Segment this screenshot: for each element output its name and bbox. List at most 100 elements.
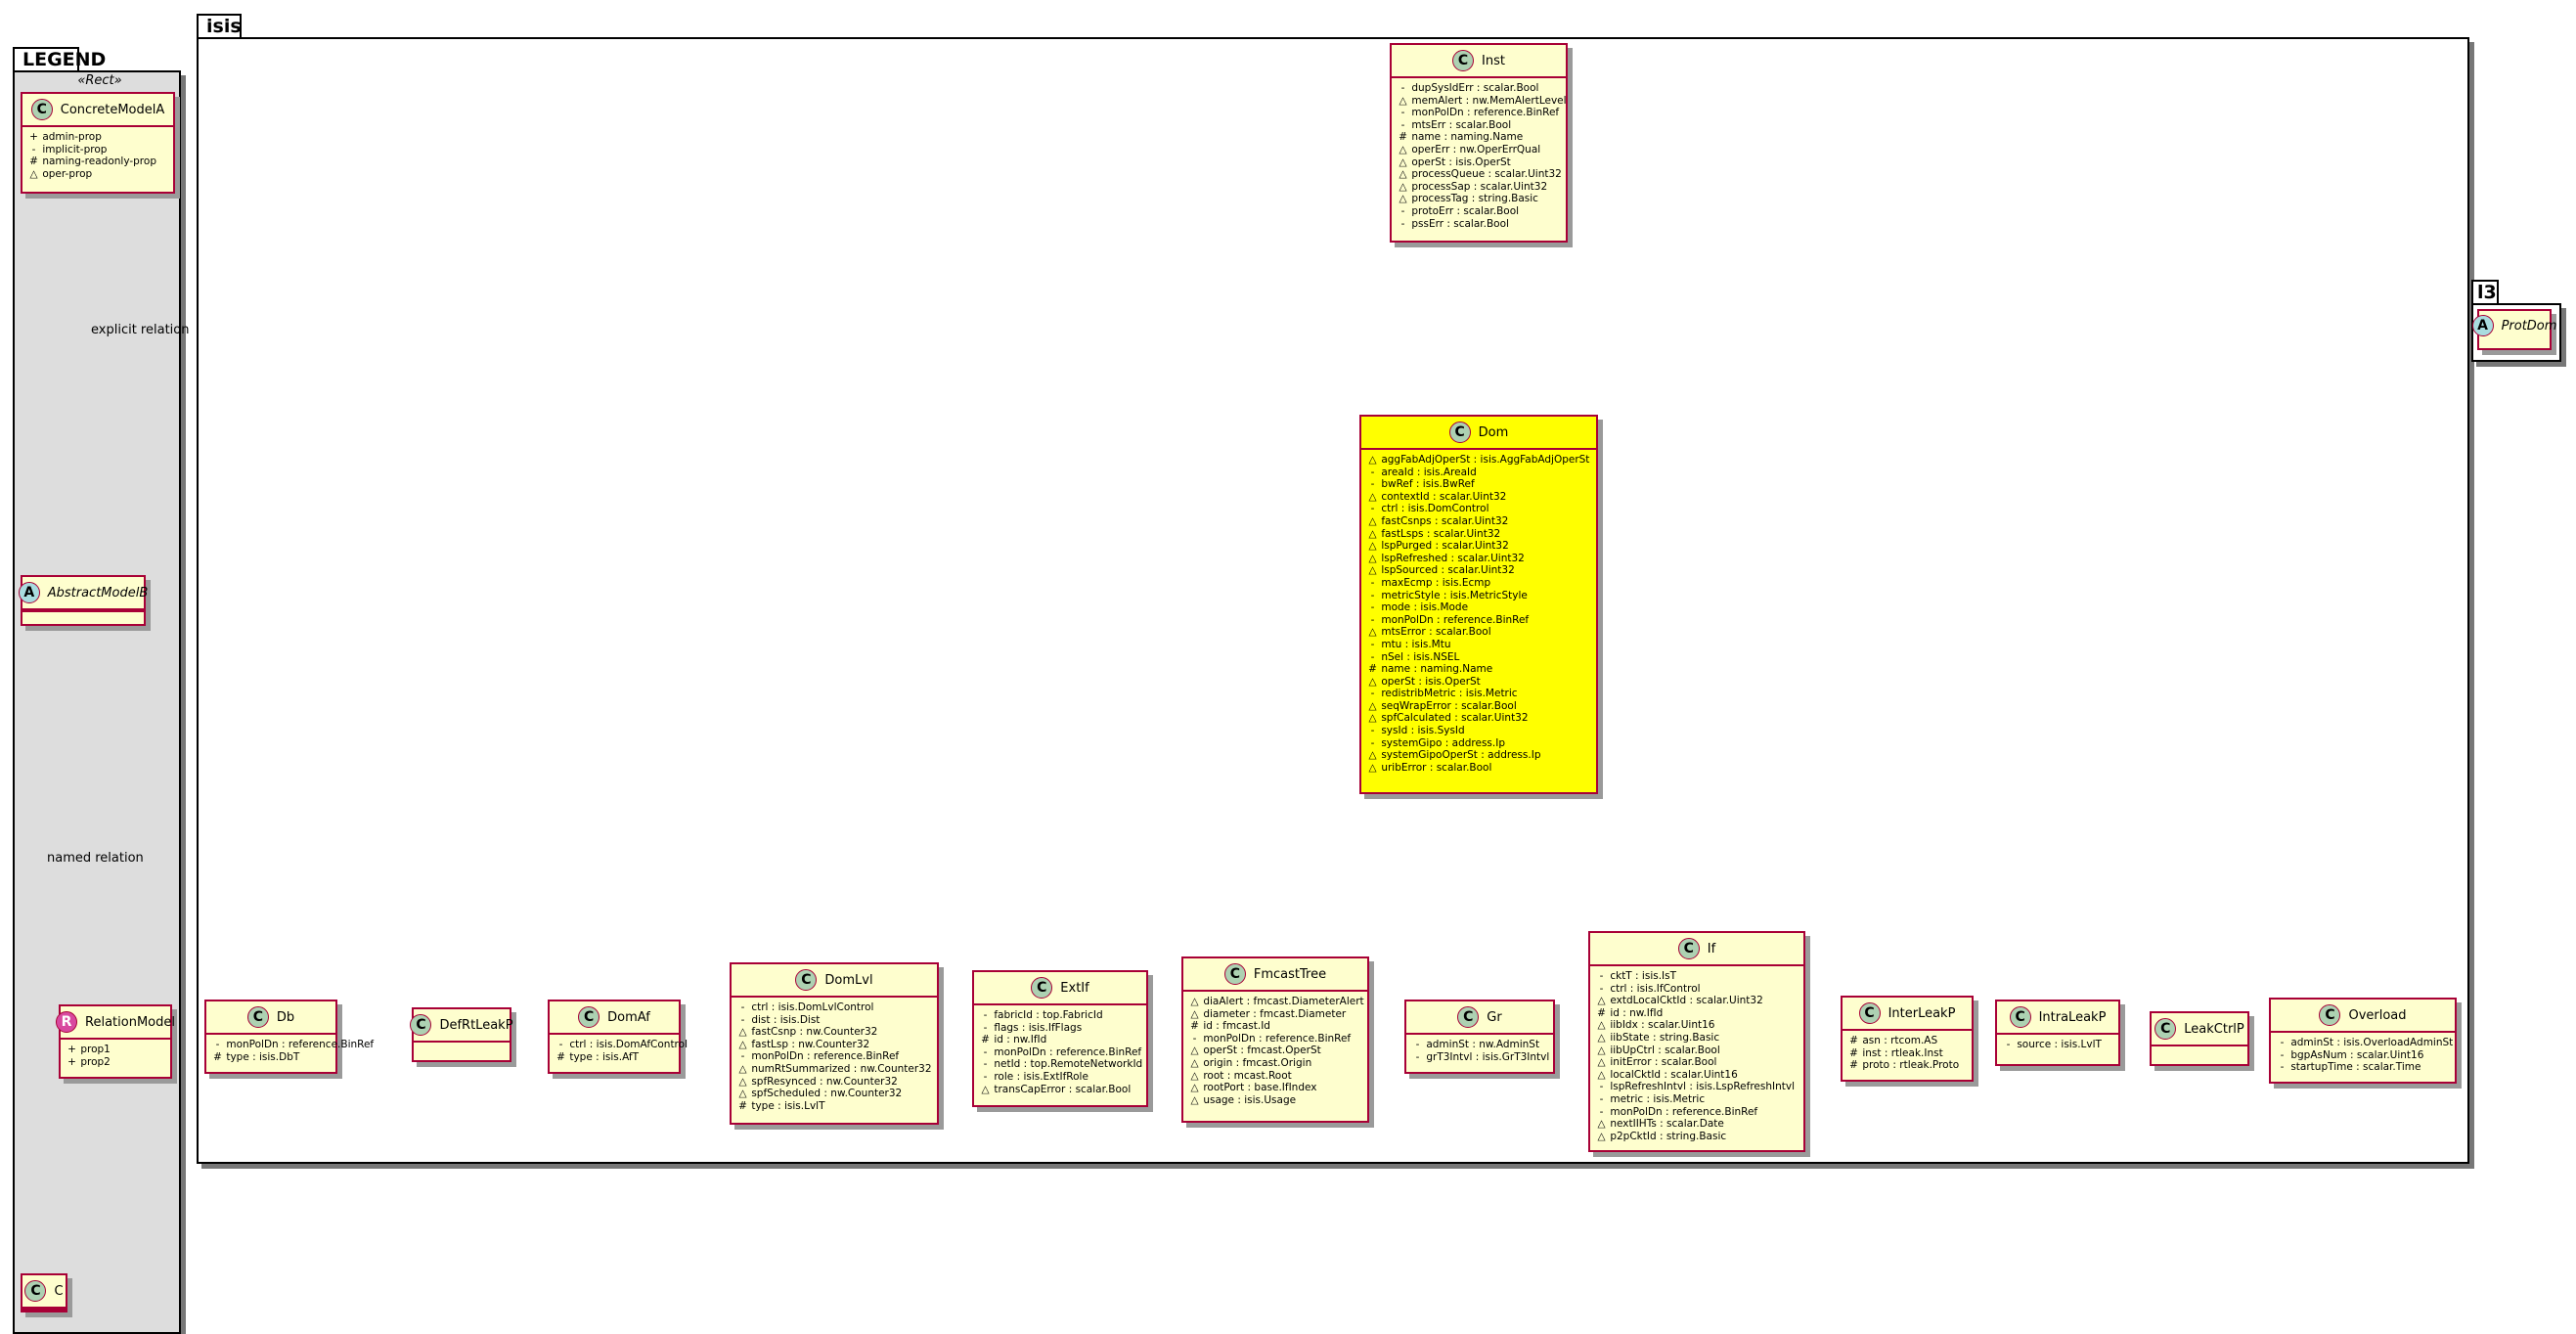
visibility-icon: - [1192,1032,1197,1045]
attribute-text: bwRef : isis.BwRef [1378,478,1475,491]
attribute-row: - metricStyle : isis.MetricStyle [1367,590,1590,602]
visibility-icon: + [29,131,38,143]
attribute-row: △ lspSourced : scalar.Uint32 [1367,564,1590,577]
attribute-text: extdLocalCktId : scalar.Uint32 [1607,995,1763,1007]
attribute-row: △ fastLsps : scalar.Uint32 [1367,528,1590,541]
class-name: AbstractModelB [47,585,149,600]
attribute-text: fastCsnps : scalar.Uint32 [1378,514,1509,527]
visibility-icon: - [1400,118,1405,131]
class-props: - monPolDn : reference.BinRef# type : is… [206,1035,374,1067]
attribute-text: transCapError : scalar.Bool [991,1083,1132,1095]
attribute-row: △ extdLocalCktId : scalar.Uint32 [1596,995,1798,1007]
attribute-row: - bgpAsNum : scalar.Uint16 [2277,1049,2449,1062]
attribute-row: △ operErr : nw.OperErrQual [1398,144,1560,156]
attribute-row: - startupTime : scalar.Time [2277,1061,2449,1074]
attribute-text: mtu : isis.Mtu [1378,638,1451,650]
attribute-text: monPolDn : reference.BinRef [223,1039,375,1050]
visibility-icon: △ [1368,490,1377,503]
attribute-text: fastLsps : scalar.Uint32 [1378,527,1501,540]
attribute-row: - monPolDn : reference.BinRef [980,1045,1142,1059]
attribute-text: monPolDn : reference.BinRef [1200,1032,1352,1045]
visibility-icon: △ [1190,1093,1199,1106]
attribute-text: systemGipoOperSt : address.Ip [1378,749,1541,762]
visibility-icon: △ [1399,94,1407,107]
attribute-text: type : isis.LvlT [748,1099,825,1112]
class-name: DefRtLeakP [439,1017,513,1033]
attribute-row: - nSel : isis.NSEL [1367,651,1590,664]
visibility-icon: △ [1190,1056,1199,1069]
attribute-row: △ p2pCktId : string.Basic [1596,1131,1798,1143]
attribute-row: - adminSt : nw.AdminSt [1412,1039,1547,1051]
attribute-row: - ctrl : isis.DomLvlControl [737,1001,931,1014]
attribute-row: # asn : rtcom.AS [1848,1035,1966,1047]
visibility-icon: - [1400,204,1405,217]
attribute-text: name : naming.Name [1408,131,1524,144]
attribute-text: operSt : isis.OperSt [1408,156,1511,168]
attribute-row: △ uribError : scalar.Bool [1367,762,1590,775]
attribute-row: + prop1 [67,1044,164,1056]
attribute-row: △ fastLsp : nw.Counter32 [737,1039,931,1051]
attribute-text: monPolDn : reference.BinRef [748,1050,900,1063]
explicit-relation-label: explicit relation [91,323,190,337]
attribute-text: implicit-prop [39,143,108,156]
visibility-icon: △ [1597,1068,1606,1081]
class-name: FmcastTree [1253,966,1327,982]
attribute-row: # type : isis.DbT [212,1051,330,1064]
class-name: ProtDom [2501,318,2557,334]
attribute-text: id : nw.IfId [991,1034,1047,1046]
visibility-icon: - [740,1013,745,1026]
attribute-row: △ iibUpCtrl : scalar.Bool [1596,1045,1798,1057]
attribute-text: metric : isis.Metric [1607,1092,1706,1105]
visibility-icon: - [1370,650,1375,663]
visibility-icon: - [1370,736,1375,749]
attribute-text: initError : scalar.Bool [1607,1056,1717,1069]
attribute-text: id : nw.IfId [1607,1006,1664,1019]
attribute-text: operSt : isis.OperSt [1378,675,1481,688]
attribute-row: △ operSt : isis.OperSt [1398,156,1560,169]
attribute-row: △ oper-prop [28,168,167,181]
attribute-row: - fabricId : top.FabricId [980,1009,1140,1022]
attribute-text: monPolDn : reference.BinRef [991,1045,1142,1058]
class-props: - fabricId : top.FabricId- flags : isis.… [974,1005,1146,1099]
attribute-text: numRtSummarized : nw.Counter32 [748,1062,932,1075]
class-props: - cktT : isis.IsT- ctrl : isis.IfControl… [1590,966,1803,1146]
attribute-text: startupTime : scalar.Time [2287,1061,2421,1074]
visibility-icon: △ [29,167,38,180]
attribute-row: - pssErr : scalar.Bool [1398,218,1560,231]
visibility-icon: △ [1399,193,1407,205]
attribute-row: - monPolDn : reference.BinRef [1398,107,1560,119]
visibility-icon: △ [1190,1045,1199,1057]
visibility-icon: △ [738,1062,747,1075]
visibility-icon: + [67,1044,76,1055]
class-icon: C [1448,422,1471,443]
class-name: Dom [1478,424,1509,440]
class-props: - adminSt : nw.AdminSt- grT3Intvl : isis… [1406,1035,1553,1067]
visibility-icon: △ [1368,761,1377,774]
attribute-row: # id : nw.IfId [980,1034,1140,1046]
visibility-icon: △ [1597,1019,1606,1032]
isis-package-tab: isis [197,14,242,39]
class-props: - adminSt : isis.OverloadAdminSt- bgpAsN… [2271,1033,2455,1078]
visibility-icon: △ [1597,1044,1606,1056]
attribute-text: asn : rtcom.AS [1859,1035,1938,1046]
isis-package-label: isis [206,16,242,37]
